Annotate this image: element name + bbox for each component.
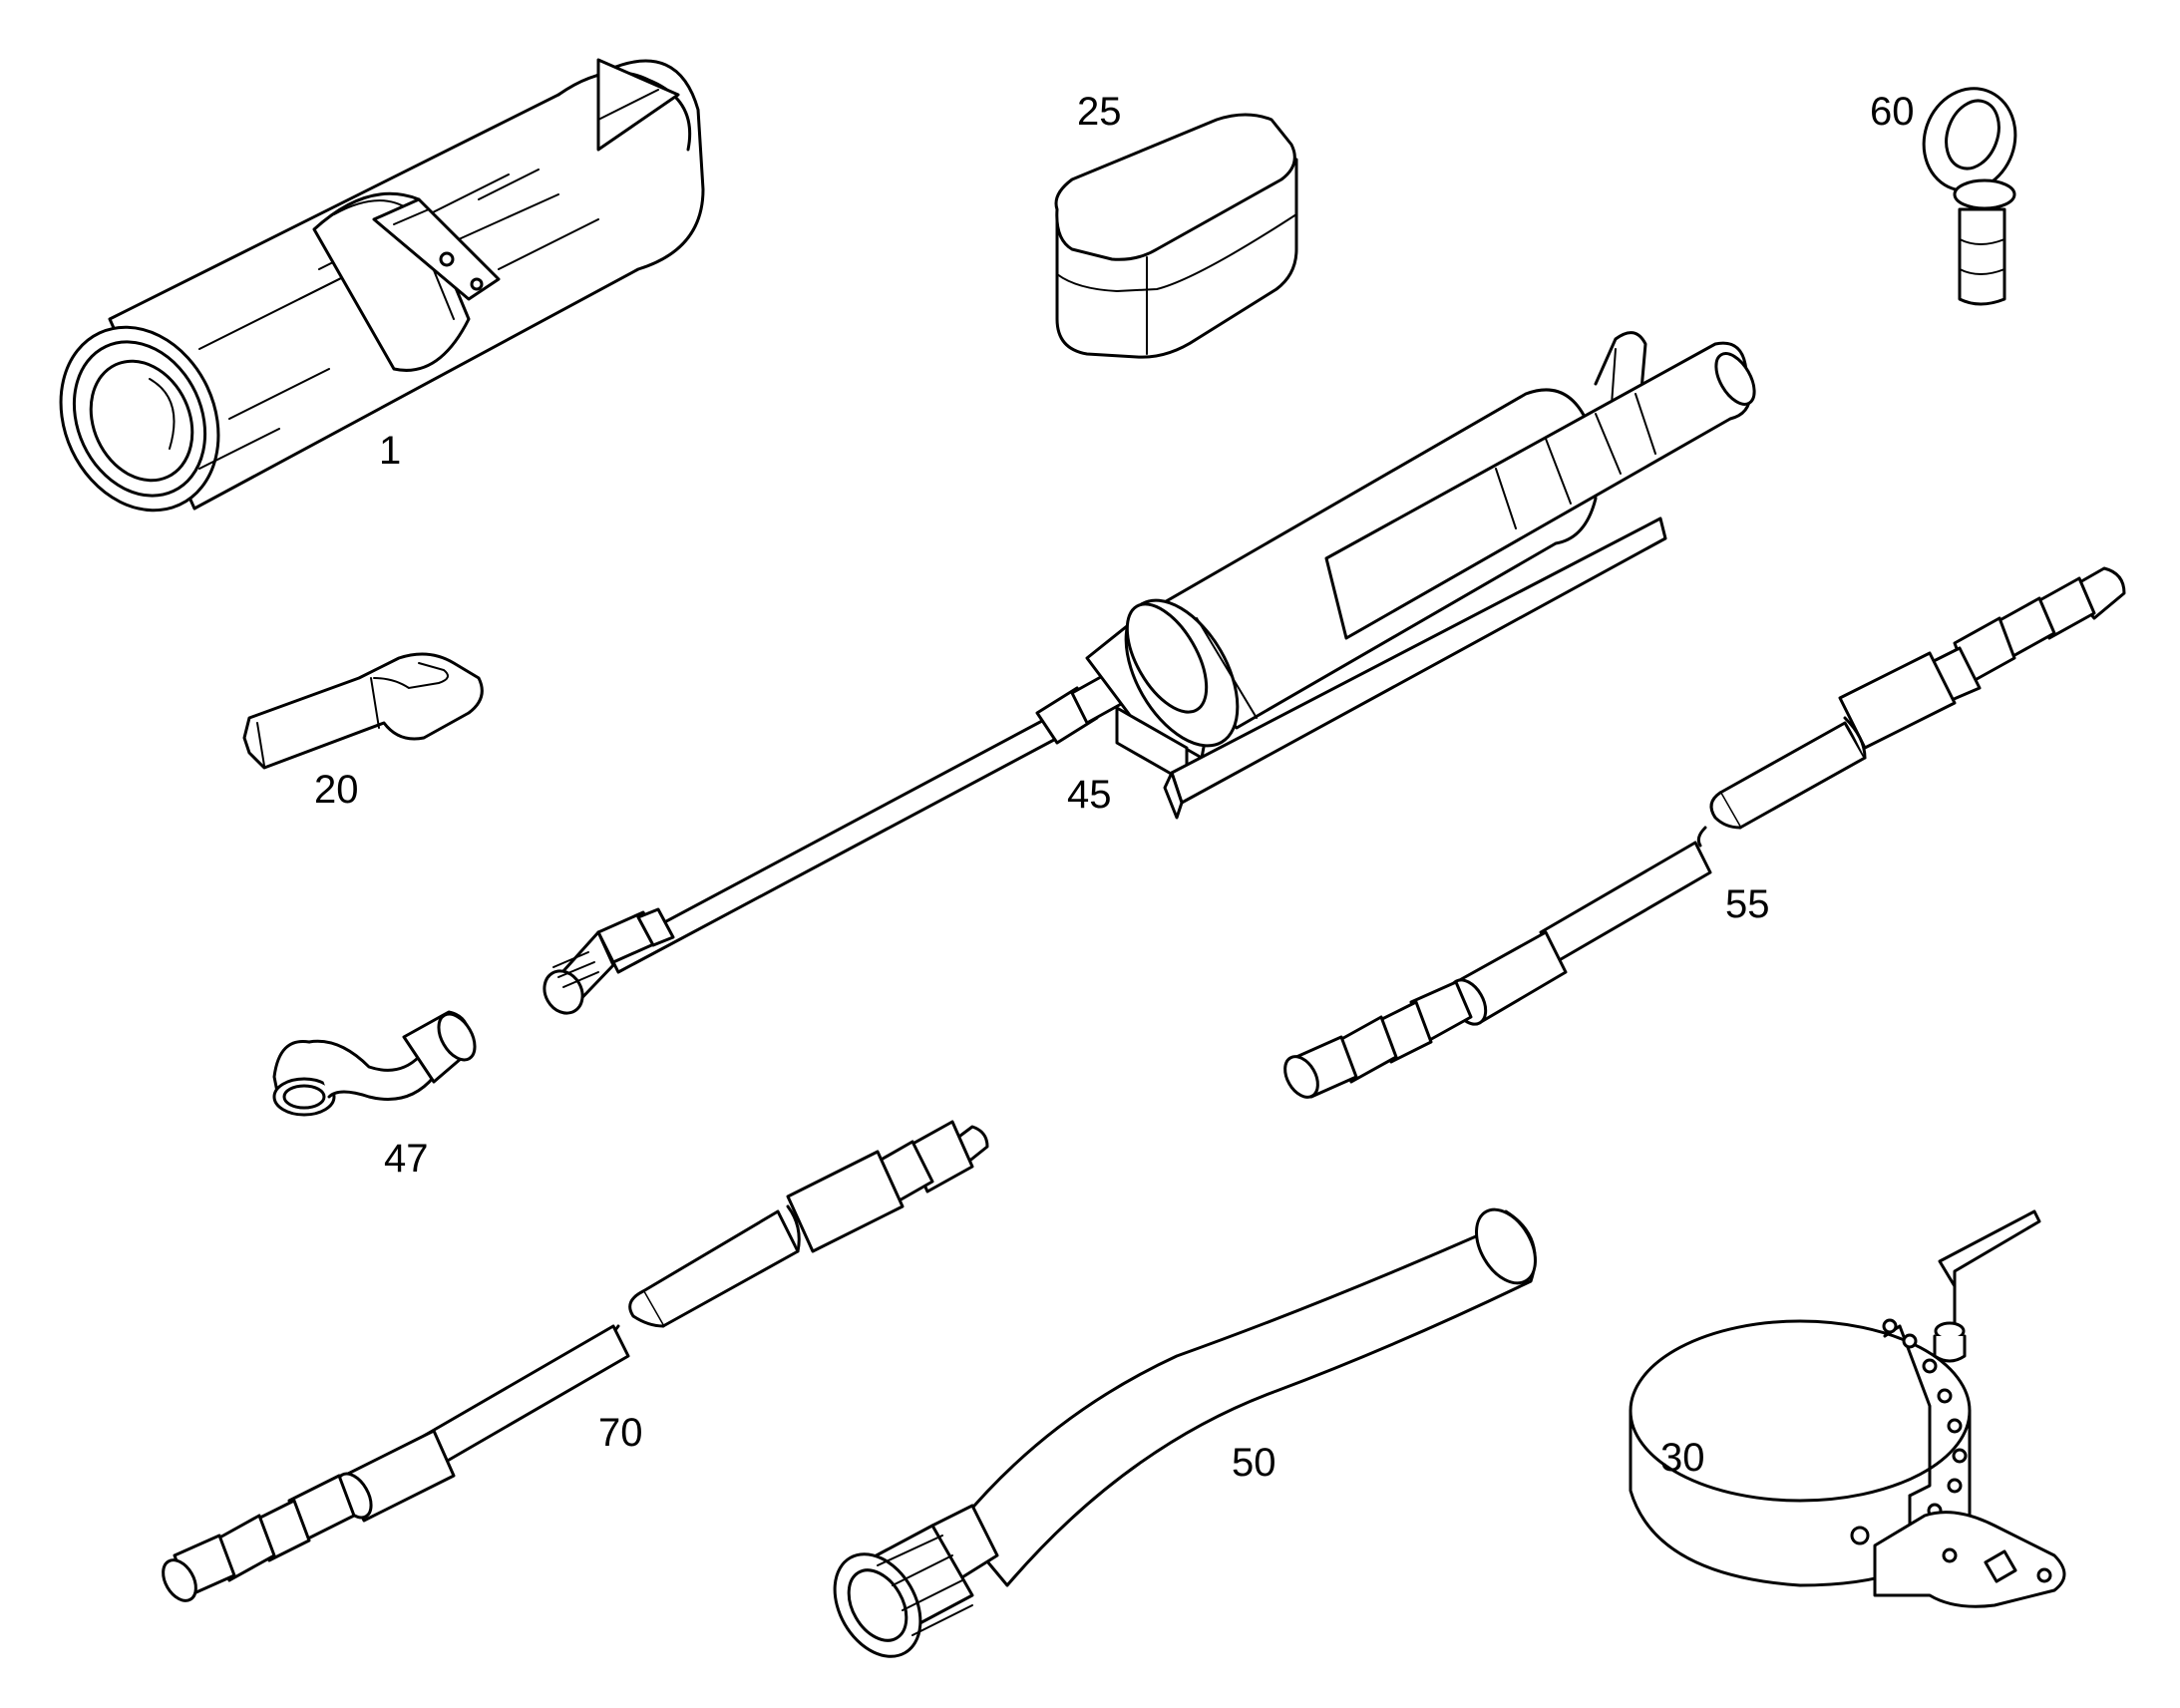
callout-25: 25 — [1077, 90, 1122, 134]
callout-70: 70 — [598, 1411, 643, 1455]
curved-tube — [833, 1207, 1537, 1658]
storage-box — [1054, 113, 1298, 359]
tool-roll — [59, 58, 705, 512]
hose-70 — [162, 1120, 989, 1602]
callout-20: 20 — [314, 768, 359, 812]
callout-60: 60 — [1870, 90, 1915, 134]
callout-30: 30 — [1660, 1436, 1705, 1480]
key — [242, 652, 484, 770]
callout-55: 55 — [1725, 882, 1770, 926]
elbow-fitting — [272, 1010, 477, 1117]
callout-1: 1 — [379, 429, 401, 473]
callout-47: 47 — [384, 1137, 429, 1181]
filter-wrench — [1629, 1209, 2066, 1608]
hose-55 — [1283, 566, 2126, 1099]
eye-bolt — [1922, 87, 2017, 306]
callout-45: 45 — [1067, 773, 1112, 817]
grease-gun — [543, 331, 1756, 1015]
callout-50: 50 — [1232, 1441, 1276, 1485]
